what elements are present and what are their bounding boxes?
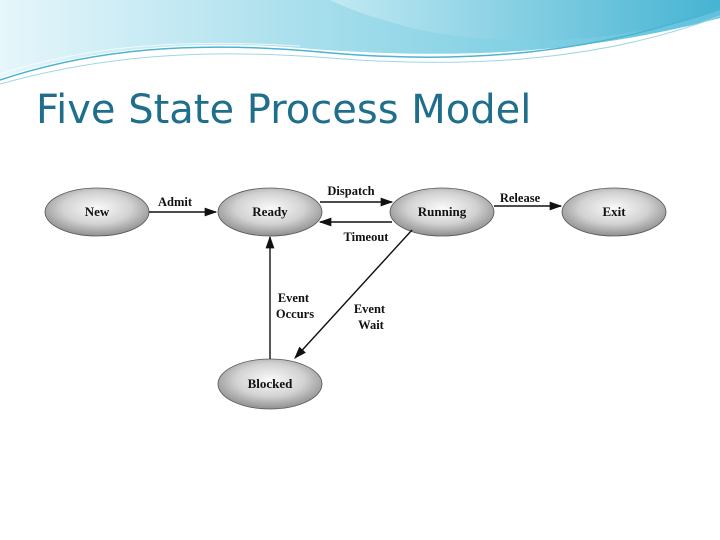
state-blocked: Blocked: [218, 359, 322, 409]
edge-event-wait-label: Event Wait: [354, 302, 388, 332]
slide-title: Five State Process Model: [36, 88, 531, 132]
state-exit: Exit: [562, 188, 666, 236]
edge-timeout-label: Timeout: [344, 230, 390, 244]
edge-event-occurs-label: Event Occurs: [276, 291, 314, 321]
edge-event-wait-arrow: [295, 230, 412, 358]
edge-admit-label: Admit: [158, 195, 193, 209]
header-wave-banner: [0, 0, 720, 90]
edge-event-occurs-line-1: Event: [278, 291, 310, 305]
state-new: New: [45, 188, 149, 236]
state-new-label: New: [85, 204, 110, 219]
state-exit-label: Exit: [602, 204, 626, 219]
edge-event-wait-line-2: Wait: [358, 318, 385, 332]
state-blocked-label: Blocked: [248, 376, 294, 391]
edge-release-label: Release: [500, 191, 541, 205]
edge-event-wait-line-1: Event: [354, 302, 386, 316]
five-state-diagram: New Ready Running Exit Blocked Admit Dis…: [42, 172, 678, 414]
state-running-label: Running: [418, 204, 467, 219]
edge-dispatch-label: Dispatch: [327, 184, 374, 198]
state-ready: Ready: [218, 188, 322, 236]
edge-event-occurs-line-2: Occurs: [276, 307, 314, 321]
state-running: Running: [390, 188, 494, 236]
state-ready-label: Ready: [252, 204, 288, 219]
